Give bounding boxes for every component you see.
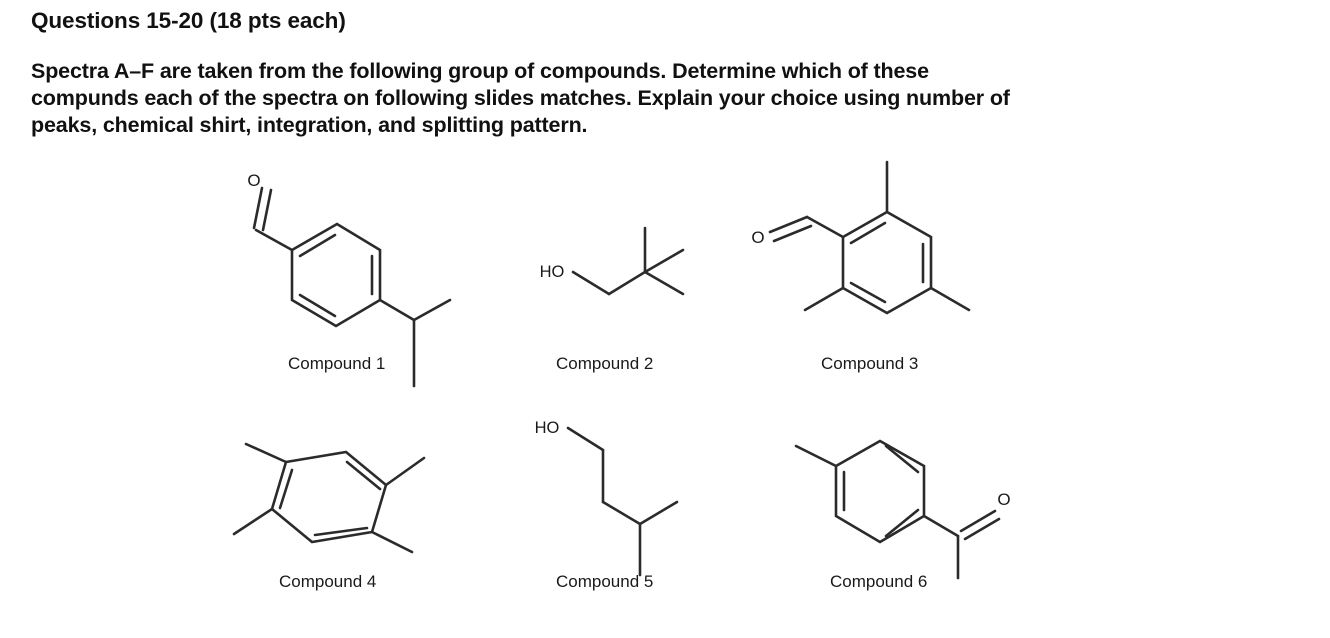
compound-3-oxygen-label: O	[751, 228, 764, 247]
question-body-line-3: peaks, chemical shirt, integration, and …	[31, 113, 588, 137]
compound-6-structure: O	[782, 428, 1012, 580]
compound-1-oxygen-label: O	[247, 171, 260, 190]
question-body: Spectra A–F are taken from the following…	[31, 58, 1261, 139]
compound-6-oxygen-label: O	[997, 490, 1010, 509]
compound-5-label: Compound 5	[556, 572, 654, 591]
question-body-line-2: compunds each of the spectra on followin…	[31, 86, 1010, 110]
compound-4-label: Compound 4	[279, 572, 377, 591]
compound-3-structure: O	[745, 160, 985, 378]
compound-5-structure: HO	[525, 415, 715, 577]
page-title: Questions 15-20 (18 pts each)	[31, 8, 346, 33]
compound-2-hydroxyl-label: HO	[540, 263, 565, 281]
compound-2-structure: HO	[528, 226, 718, 366]
compound-6-label: Compound 6	[830, 572, 928, 591]
compound-1-structure: O	[240, 164, 470, 394]
compound-4-structure	[228, 430, 428, 570]
compound-5-hydroxyl-label: HO	[535, 419, 560, 437]
compound-2-label: Compound 2	[556, 354, 654, 373]
question-body-line-1: Spectra A–F are taken from the following…	[31, 59, 929, 83]
compound-3-label: Compound 3	[821, 354, 919, 373]
compound-1-label: Compound 1	[288, 354, 386, 373]
compound-structures-grid: O Compound 1 HO	[0, 160, 1330, 620]
